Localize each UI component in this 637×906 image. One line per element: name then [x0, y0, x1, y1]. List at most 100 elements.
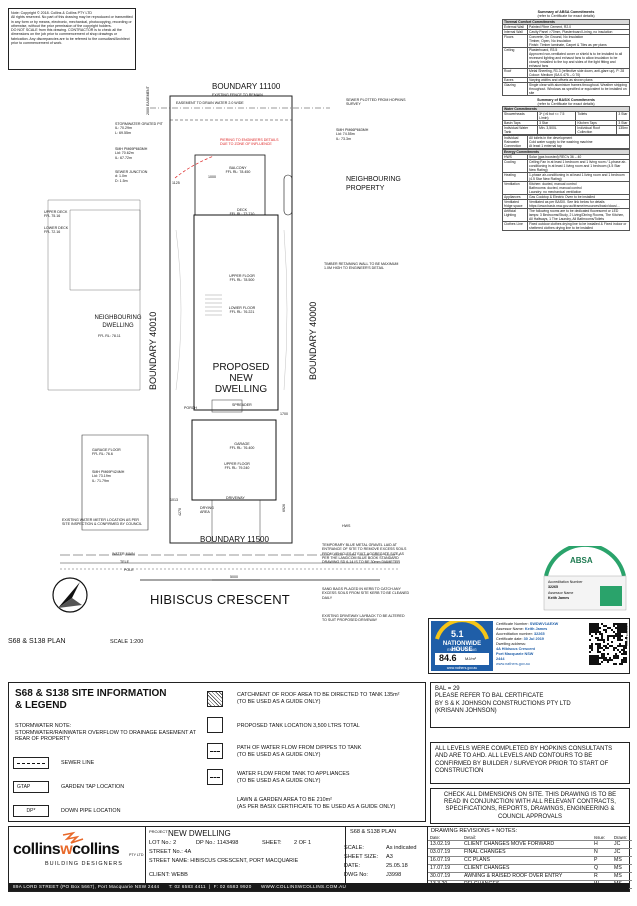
thermal-row-key: Glazing [502, 81, 528, 96]
mj-unit: MJ/m² [465, 656, 477, 661]
water-extra-key: Individual Rainwater Connection [502, 135, 528, 150]
assessor-value: Keith James [524, 627, 548, 631]
drying-area-label: DRYING AREA [200, 506, 214, 515]
dim-5000: 5000 [230, 575, 238, 579]
lawn-garden-label: LAWN & GARDEN AREA TO BE 210m² (AS PER B… [237, 797, 396, 810]
driveway-layback-note: EXISTING DRIVEWAY LAYBACK TO BE ALTERED … [322, 614, 405, 623]
neighbouring-property-label: NEIGHBOURING PROPERTY [346, 176, 401, 192]
dwg-value: J3998 [386, 872, 402, 878]
company-name-b: collins [72, 841, 120, 858]
revision-date: 03.07.19 [428, 848, 462, 857]
qr-code-icon [589, 623, 627, 665]
sewer-line-label: SEWER LINE [61, 760, 95, 766]
dim-1013: 1013 [170, 498, 178, 502]
revision-issue: P [592, 856, 612, 865]
north-arrow-icon [52, 577, 88, 613]
street-name: STREET NAME: HIBISCUS CRESCENT, PORT MAC… [149, 858, 299, 864]
energy-row-key: Artificial Lighting [502, 208, 528, 223]
thermal-row-value: Concrete, On Ground, No Insulation Timbe… [527, 33, 630, 48]
water-cell: Min. 3,500L [537, 125, 577, 136]
piering-note: PIERING TO ENGINEERS DETAILS DUE TO ZONE… [220, 138, 279, 147]
dp-no: DP No.: 1143498 [196, 840, 239, 846]
revision-drawn: MS [612, 864, 632, 873]
absa-line-1: 32265 [548, 585, 558, 589]
footer-bar: 89A LORD STREET (PO Box 5667), Port Macq… [9, 883, 629, 891]
company-logo-icon [62, 831, 84, 844]
cert-num-value: SWDWV1AEXW [529, 622, 559, 626]
sewer-line-symbol [13, 757, 49, 769]
client: CLIENT: WEBB [149, 872, 188, 878]
revision-date: 17.07.19 [428, 864, 462, 873]
plan-title: S68 & S138 PLAN [8, 638, 66, 645]
stormwater-note: STORMWATER NOTE: STORMWATER/RAINWATER OV… [15, 723, 196, 742]
deck-label: DECK FFL RL: 73.710 [229, 208, 255, 217]
tank-symbol [207, 717, 223, 733]
revision-date: 16.07.19 [428, 856, 462, 865]
energy-row-key: Heating [502, 172, 528, 183]
title-block: collinswcollins PTY LTD BUILDING DESIGNE… [8, 826, 632, 892]
timber-wall-note: TIMBER RETAINING WALL TO BE MAXIMUM 1.0M… [324, 262, 399, 271]
footer-text: 89A LORD STREET (PO Box 5667), Port Macq… [13, 884, 347, 889]
energy-row-value: 1-phase air-conditioning in at least 1 l… [527, 172, 630, 183]
project-label: PROJECT [149, 829, 168, 834]
revision-detail: CC PLANS [462, 856, 592, 865]
site-plan [47, 95, 400, 613]
water-cell: Toilets [575, 111, 618, 122]
revision-drawn: MS [612, 856, 632, 865]
proposed-tank-label: PROPOSED TANK LOCATION 3,500 LTRS TOTAL [237, 723, 360, 729]
sewer-plotted-label: SEWER PLOTTED FROM HOPKINS SURVEY [346, 98, 406, 107]
water-cell: 3 Star [616, 111, 630, 122]
scale-value: As indicated [386, 845, 417, 851]
revision-drawn: MS [612, 872, 632, 881]
absa-line-2: Assessor Name [548, 591, 574, 595]
basix-title-sub: (refer to Certificate for exact details) [537, 101, 595, 106]
easement-vertical-label: 2000 EASEMENT [146, 86, 150, 115]
sheet-value: 2 OF 1 [294, 840, 312, 846]
rev-header-date: Date: [428, 835, 462, 841]
dim-6926: 6926 [282, 504, 286, 512]
absa-line-3: Keith James [548, 596, 570, 600]
accreditation-label: Accreditation number: [496, 632, 533, 636]
date-value: 25.05.18 [386, 863, 408, 869]
catchment-symbol [207, 691, 223, 707]
path-flow-symbol [207, 743, 223, 759]
company-name-w: w [60, 841, 73, 858]
energy-row-key: Clothes Line [502, 221, 528, 232]
catchment-label: CATCHMENT OF ROOF AREA TO BE DIRECTED TO… [237, 692, 400, 705]
revision-drawn: JC [612, 840, 632, 849]
garage-left-label: GARAGE FLOOR FFL RL: 76.6 [92, 448, 121, 457]
revision-detail: FINAL CHANGES [462, 848, 592, 857]
thermal-row-value: Metal Sheeting, R1.3 (reflective side do… [527, 67, 630, 78]
driveway-label: DRIVEWAY [226, 496, 245, 500]
rev-header-detail: Detail: [462, 835, 592, 841]
scale-label: SCALE: [344, 845, 364, 851]
date-label: DATE: [344, 863, 361, 869]
dim-4270: 4270 [178, 508, 182, 516]
site-boundary [169, 95, 293, 544]
water-cell: Individual Water Tank [501, 125, 539, 136]
star-arc-icon [435, 621, 489, 640]
copyright-note: Note: Copyright © 2018. Collins & Collin… [8, 8, 136, 70]
revisions-title: DRAWING REVISIONS + NOTES: [431, 828, 518, 834]
cert-date-label: Certificate date: [496, 637, 523, 641]
lower-floor-label: LOWER FLOOR FFL RL: 76.221 [228, 306, 256, 315]
existing-water-meter-label: EXISTING WATER METER LOCATION AS PER SIT… [62, 518, 143, 527]
sewer-junction-label: SEWER JUNCTION d: 1.0m D: 1.5m [115, 170, 148, 183]
water-cell: 135m² [616, 125, 630, 136]
rev-header-drawn: Drawn: [612, 835, 632, 841]
water-cell: Showerheads [501, 111, 539, 122]
legend-title: S68 & S138 SITE INFORMATION & LEGEND [15, 688, 167, 711]
energy-row-key: Cooling [502, 159, 528, 174]
